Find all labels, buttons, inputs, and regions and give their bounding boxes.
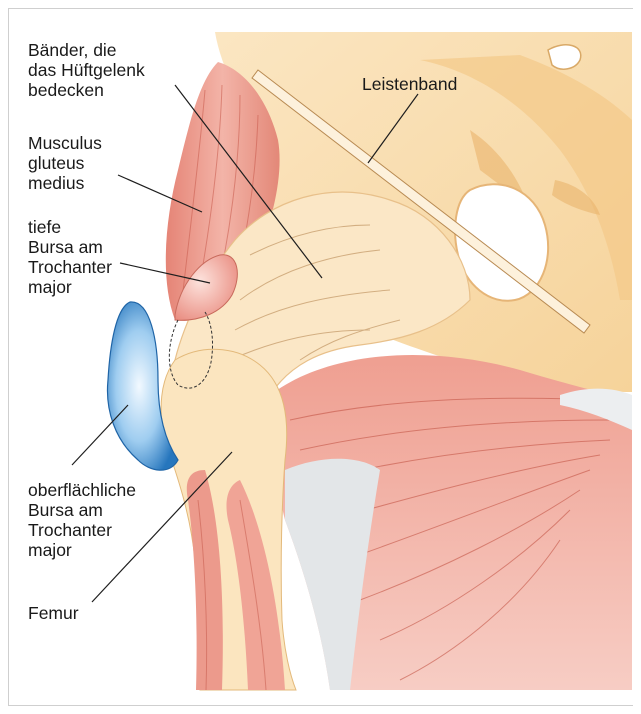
label-ligaments-line2: das Hüftgelenk [28, 60, 145, 80]
label-deep-bursa: tiefe Bursa am Trochanter major [28, 217, 112, 297]
label-gluteus-medius: Musculus gluteus medius [28, 133, 102, 193]
label-gluteus-line2: gluteus [28, 153, 102, 173]
label-superficial-bursa: oberflächliche Bursa am Trochanter major [28, 480, 136, 560]
label-gluteus-line1: Musculus [28, 133, 102, 153]
label-gluteus-line3: medius [28, 173, 102, 193]
label-superficial-line4: major [28, 540, 136, 560]
label-ligaments: Bänder, die das Hüftgelenk bedecken [28, 40, 145, 100]
pelvis-notch [548, 45, 581, 69]
label-deep-bursa-line3: Trochanter [28, 257, 112, 277]
label-ligaments-line1: Bänder, die [28, 40, 145, 60]
label-superficial-line2: Bursa am [28, 500, 136, 520]
label-superficial-line1: oberflächliche [28, 480, 136, 500]
label-inguinal-ligament: Leistenband [362, 74, 457, 94]
label-deep-bursa-line1: tiefe [28, 217, 112, 237]
label-inguinal-line1: Leistenband [362, 74, 457, 94]
label-femur: Femur [28, 603, 79, 623]
label-deep-bursa-line2: Bursa am [28, 237, 112, 257]
label-ligaments-line3: bedecken [28, 80, 145, 100]
label-femur-line1: Femur [28, 603, 79, 623]
label-superficial-line3: Trochanter [28, 520, 136, 540]
label-deep-bursa-line4: major [28, 277, 112, 297]
